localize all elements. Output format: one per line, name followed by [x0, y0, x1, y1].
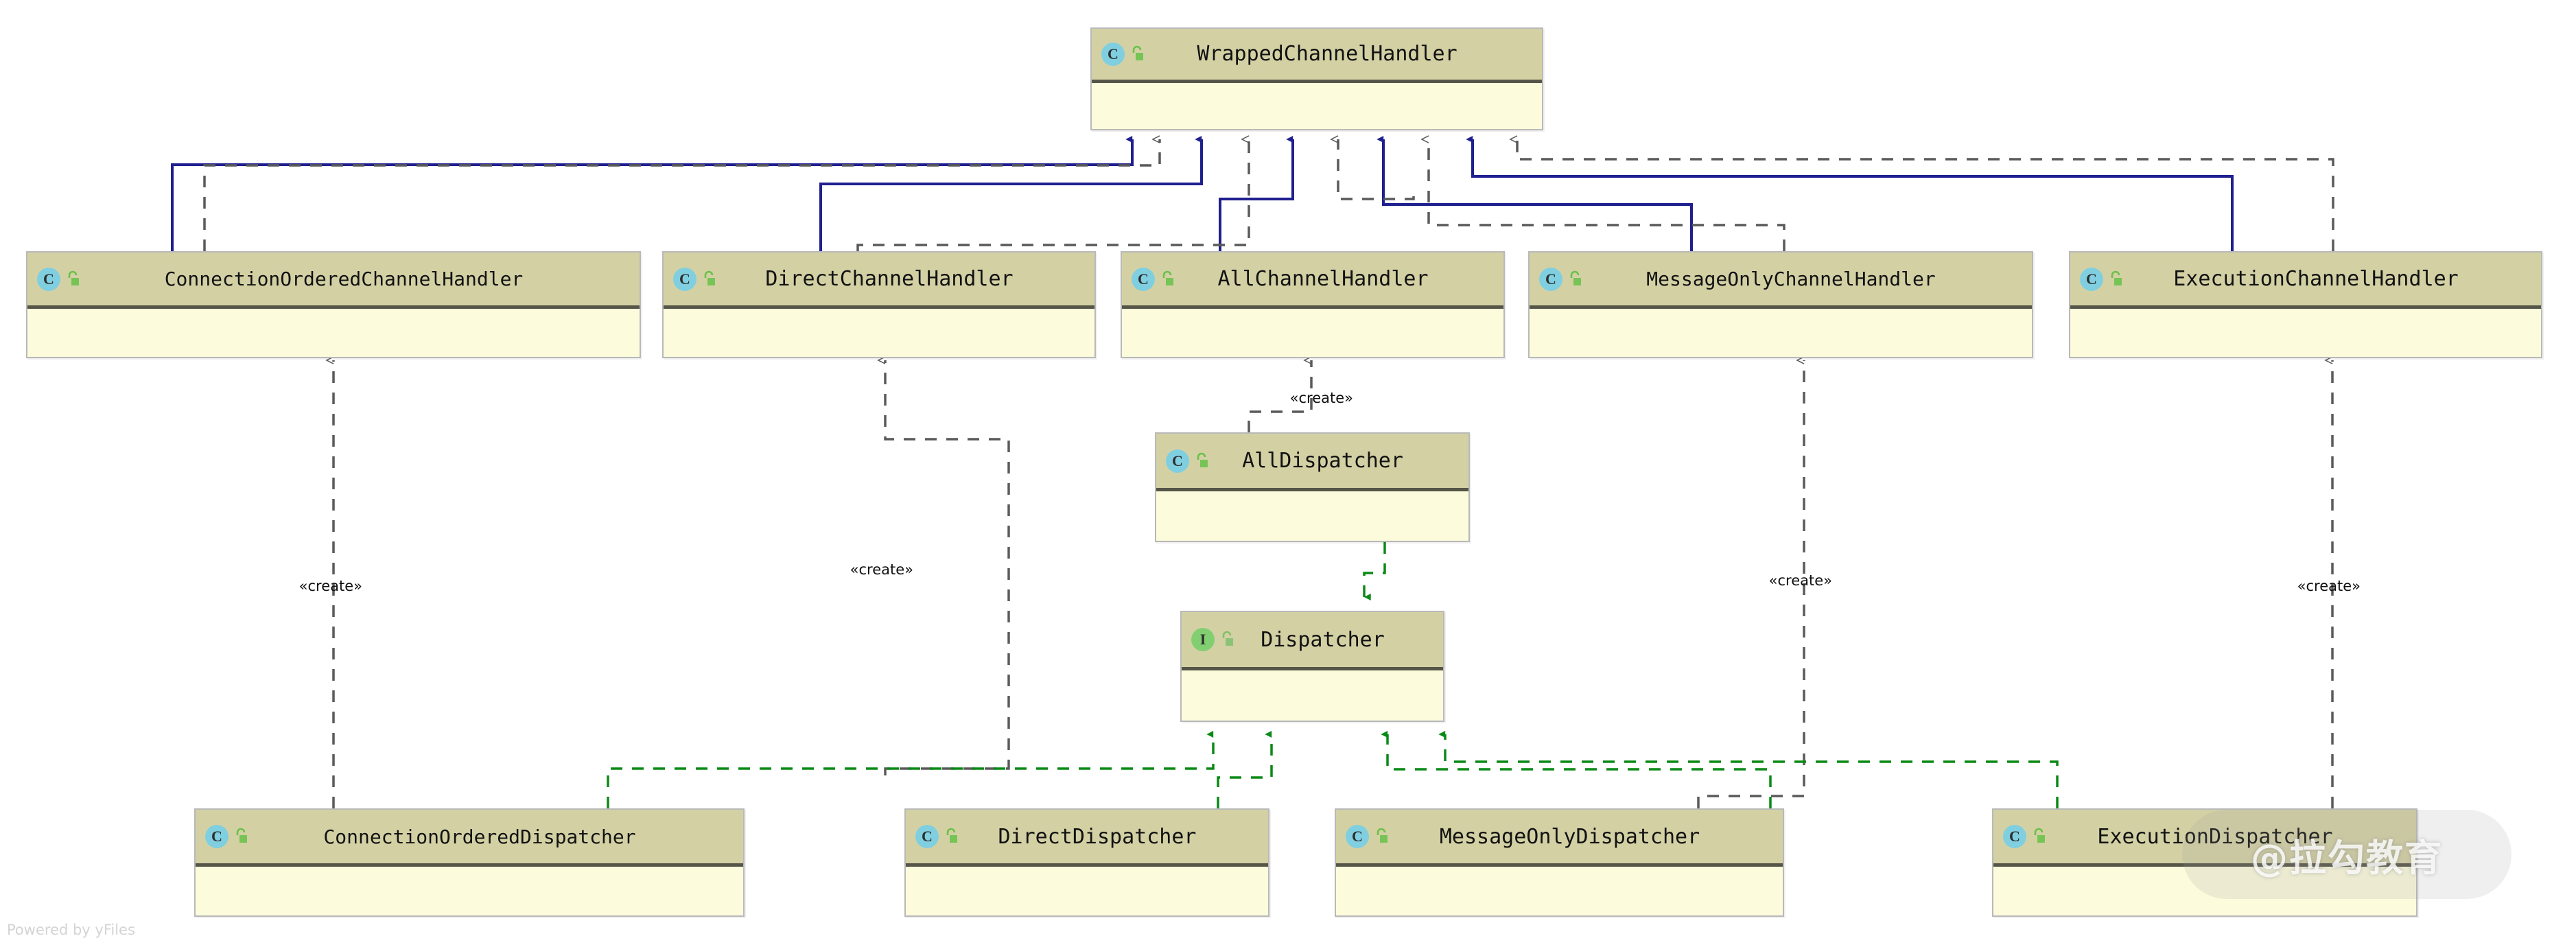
- node-members-compartment: [1336, 867, 1783, 915]
- edge-disp-connectionordered: [607, 731, 1215, 808]
- class-badge-icon: C: [205, 825, 229, 849]
- edge-gen-direct: [819, 136, 1203, 251]
- node-members-compartment: [1993, 867, 2416, 915]
- node-header: C ConnectionOrderedDispatcher: [196, 810, 743, 867]
- open-lock-icon: [1567, 270, 1583, 288]
- node-members-compartment: [1156, 491, 1468, 541]
- node-members-compartment: [196, 867, 743, 915]
- node-title: DirectChannelHandler: [765, 267, 1014, 292]
- class-badge-icon: C: [1101, 42, 1125, 66]
- node-title: AllChannelHandler: [1217, 267, 1429, 292]
- node-members-compartment: [1122, 309, 1503, 357]
- class-badge-icon: C: [1166, 449, 1189, 473]
- node-connectionordereddispatcher[interactable]: C ConnectionOrderedDispatcher: [194, 808, 745, 917]
- node-title: ConnectionOrderedDispatcher: [323, 825, 636, 848]
- node-title: WrappedChannelHandler: [1197, 42, 1457, 67]
- open-lock-icon: [1219, 631, 1235, 648]
- edge-disp-alldispatcher: [1363, 542, 1386, 600]
- edge-real-connectionordered: [203, 139, 1161, 251]
- node-alldispatcher[interactable]: C AllDispatcher: [1155, 432, 1470, 542]
- class-badge-icon: C: [1346, 825, 1369, 849]
- class-badge-icon: C: [2080, 267, 2103, 291]
- edge-gen-execution: [1466, 136, 2234, 251]
- node-members-compartment: [27, 309, 640, 357]
- node-title: Dispatcher: [1261, 627, 1385, 652]
- class-badge-icon: C: [2003, 825, 2026, 849]
- edge-gen-all: [1219, 136, 1294, 251]
- open-lock-icon: [233, 828, 249, 845]
- node-members-compartment: [1092, 82, 1542, 129]
- node-header: C ExecutionChannelHandler: [2070, 253, 2541, 309]
- class-badge-icon: C: [1539, 267, 1562, 291]
- node-header: C MessageOnlyChannelHandler: [1530, 253, 2032, 309]
- node-header: C WrappedChannelHandler: [1092, 29, 1542, 83]
- create-dependency-edges: [333, 360, 2334, 808]
- node-members-compartment: [2070, 309, 2541, 357]
- node-members-compartment: [664, 309, 1094, 357]
- generalization-edges: [171, 136, 2234, 251]
- node-header: C AllDispatcher: [1156, 434, 1468, 492]
- open-lock-icon: [943, 828, 959, 845]
- edge-real-all: [1338, 139, 1415, 200]
- node-title: AllDispatcher: [1242, 449, 1403, 474]
- edge-real-messageonly: [1429, 139, 1785, 251]
- open-lock-icon: [1193, 452, 1210, 470]
- node-connectionorderedchannelhandler[interactable]: C ConnectionOrderedChannelHandler: [26, 251, 641, 358]
- node-title: DirectDispatcher: [998, 824, 1197, 849]
- node-allchannelhandler[interactable]: C AllChannelHandler: [1121, 251, 1505, 358]
- node-dispatcher[interactable]: I Dispatcher: [1180, 611, 1444, 722]
- node-header: C DirectDispatcher: [906, 810, 1268, 867]
- open-lock-icon: [1373, 828, 1390, 845]
- edge-gen-messageonly: [1377, 136, 1693, 251]
- edge-gen-connectionordered: [171, 136, 1134, 251]
- open-lock-icon: [1129, 45, 1145, 63]
- node-directdispatcher[interactable]: C DirectDispatcher: [904, 808, 1269, 917]
- class-badge-icon: C: [1132, 267, 1155, 291]
- node-title: ExecutionChannelHandler: [2173, 267, 2459, 292]
- edge-disp-execution: [1438, 731, 2059, 808]
- edge-real-direct: [856, 139, 1250, 251]
- node-header: I Dispatcher: [1182, 612, 1443, 671]
- node-executiondispatcher[interactable]: C ExecutionDispatcher: [1992, 808, 2417, 917]
- powered-by-credit: Powered by yFiles: [7, 922, 135, 938]
- open-lock-icon: [65, 270, 81, 288]
- node-messageonlychannelhandler[interactable]: C MessageOnlyChannelHandler: [1528, 251, 2033, 358]
- open-lock-icon: [701, 270, 717, 288]
- class-badge-icon: C: [673, 267, 696, 291]
- node-directchannelhandler[interactable]: C DirectChannelHandler: [662, 251, 1096, 358]
- node-members-compartment: [1530, 309, 2032, 357]
- class-badge-icon: C: [37, 267, 60, 291]
- open-lock-icon: [1159, 270, 1175, 288]
- class-badge-icon: C: [915, 825, 939, 849]
- interface-badge-icon: I: [1191, 628, 1215, 652]
- node-title: ExecutionDispatcher: [2097, 824, 2333, 849]
- realization-edges: [203, 139, 2334, 251]
- node-wrappedchannelhandler[interactable]: C WrappedChannelHandler: [1090, 27, 1543, 130]
- node-title: MessageOnlyDispatcher: [1439, 824, 1700, 849]
- node-title: ConnectionOrderedChannelHandler: [164, 268, 524, 291]
- node-header: C MessageOnlyDispatcher: [1336, 810, 1783, 867]
- node-members-compartment: [1182, 670, 1443, 721]
- node-title: MessageOnlyChannelHandler: [1646, 268, 1936, 291]
- node-header: C AllChannelHandler: [1122, 253, 1503, 309]
- node-messageonlydispatcher[interactable]: C MessageOnlyDispatcher: [1335, 808, 1784, 917]
- edge-label-create-connectionordered: «create»: [298, 578, 362, 594]
- edge-real-execution: [1517, 139, 2334, 251]
- edge-disp-direct: [1217, 731, 1273, 808]
- edge-label-create-all: «create»: [1289, 390, 1353, 406]
- node-header: C DirectChannelHandler: [664, 253, 1094, 309]
- edge-label-create-execution: «create»: [2297, 578, 2361, 594]
- edge-disp-messageonly: [1381, 731, 1772, 808]
- node-header: C ExecutionDispatcher: [1993, 810, 2416, 867]
- node-header: C ConnectionOrderedChannelHandler: [27, 253, 640, 309]
- open-lock-icon: [2107, 270, 2124, 288]
- edge-label-create-direct: «create»: [850, 561, 913, 578]
- edge-label-create-messageonly: «create»: [1768, 572, 1832, 589]
- node-members-compartment: [906, 867, 1268, 915]
- node-executionchannelhandler[interactable]: C ExecutionChannelHandler: [2069, 251, 2542, 358]
- open-lock-icon: [2030, 828, 2047, 845]
